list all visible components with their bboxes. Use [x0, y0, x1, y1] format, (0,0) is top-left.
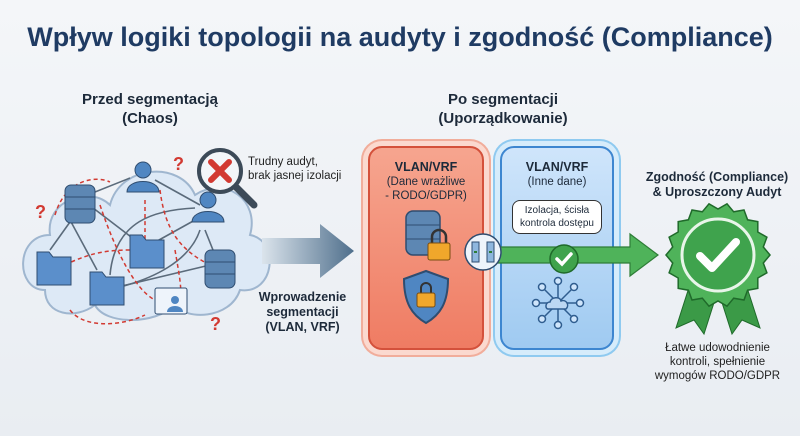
before-note: Trudny audyt, brak jasnej izolacji — [248, 155, 358, 183]
page-title: Wpływ logiki topologii na audyty i zgodn… — [27, 22, 773, 52]
after-subheading: (Uporządkowanie) — [438, 110, 568, 127]
svg-text:?: ? — [173, 154, 184, 174]
locked-database-and-shield-icons — [402, 210, 451, 325]
bubble-line2: kontrola dostępu — [520, 218, 594, 229]
sensitive-zone-title: VLAN/VRF — [394, 160, 458, 174]
transition-line1: Wprowadzenie — [258, 290, 347, 304]
compliance-note-line3: wymogów RODO/GDPR — [654, 370, 781, 382]
database-icon — [64, 184, 96, 224]
compliance-note-line2: kontroli, spełnienie — [669, 356, 766, 368]
isolation-bubble: Izolacja, ścisła kontrola dostępu — [512, 200, 602, 234]
sensitive-zone-line1: (Dane wrażliwe — [386, 176, 466, 188]
web-user-icon — [154, 287, 188, 315]
before-note-line1: Trudny audyt, — [248, 156, 318, 168]
compliance-heading2: & Uproszczony Audyt — [652, 185, 782, 199]
svg-text:?: ? — [35, 202, 46, 222]
folder-icon — [89, 271, 125, 306]
transition-line3: (VLAN, VRF) — [265, 320, 340, 334]
compliance-heading1: Zgodność (Compliance) — [645, 170, 789, 184]
folder-icon — [36, 251, 72, 286]
svg-text:?: ? — [210, 314, 221, 334]
sensitive-zone-line2: - RODO/GDPR) — [385, 190, 467, 202]
before-note-line2: brak jasnej izolacji — [248, 170, 342, 182]
gateway-icon — [464, 233, 502, 271]
after-heading-text: Po segmentacji — [447, 91, 559, 108]
database-lock-icon — [405, 210, 451, 261]
database-icon — [204, 249, 236, 289]
other-zone-line1: (Inne dane) — [527, 176, 587, 188]
network-cloud-icon — [531, 276, 585, 330]
compliance-note: Łatwe udowodnienie kontroli, spełnienie … — [630, 341, 800, 383]
transition-label: Wprowadzenie segmentacji (VLAN, VRF) — [245, 290, 360, 335]
other-zone-title: VLAN/VRF — [525, 160, 589, 174]
transition-line2: segmentacji — [266, 305, 339, 319]
magnifier-x-icon — [197, 148, 258, 209]
user-icon — [191, 191, 225, 223]
compliance-badge-icon — [665, 202, 771, 336]
user-icon — [126, 161, 160, 193]
before-heading-text: Przed segmentacją — [82, 91, 218, 108]
question-mark-icons: ??? — [35, 154, 221, 334]
folder-icon — [129, 234, 165, 269]
before-subheading: (Chaos) — [122, 110, 178, 127]
bubble-line1: Izolacja, ścisła — [524, 205, 590, 216]
before-heading: Przed segmentacją (Chaos) — [50, 90, 250, 128]
shield-lock-icon — [402, 269, 450, 325]
check-circle-icon — [549, 244, 579, 274]
compliance-heading: Zgodność (Compliance) & Uproszczony Audy… — [617, 170, 800, 200]
chaotic-network-cloud: ??? — [22, 154, 271, 334]
sensitive-data-zone: VLAN/VRF (Dane wrażliwe - RODO/GDPR) — [368, 146, 484, 350]
compliance-note-line1: Łatwe udowodnienie — [665, 342, 770, 354]
transition-arrow-icon — [262, 224, 354, 278]
after-heading: Po segmentacji (Uporządkowanie) — [400, 90, 606, 128]
